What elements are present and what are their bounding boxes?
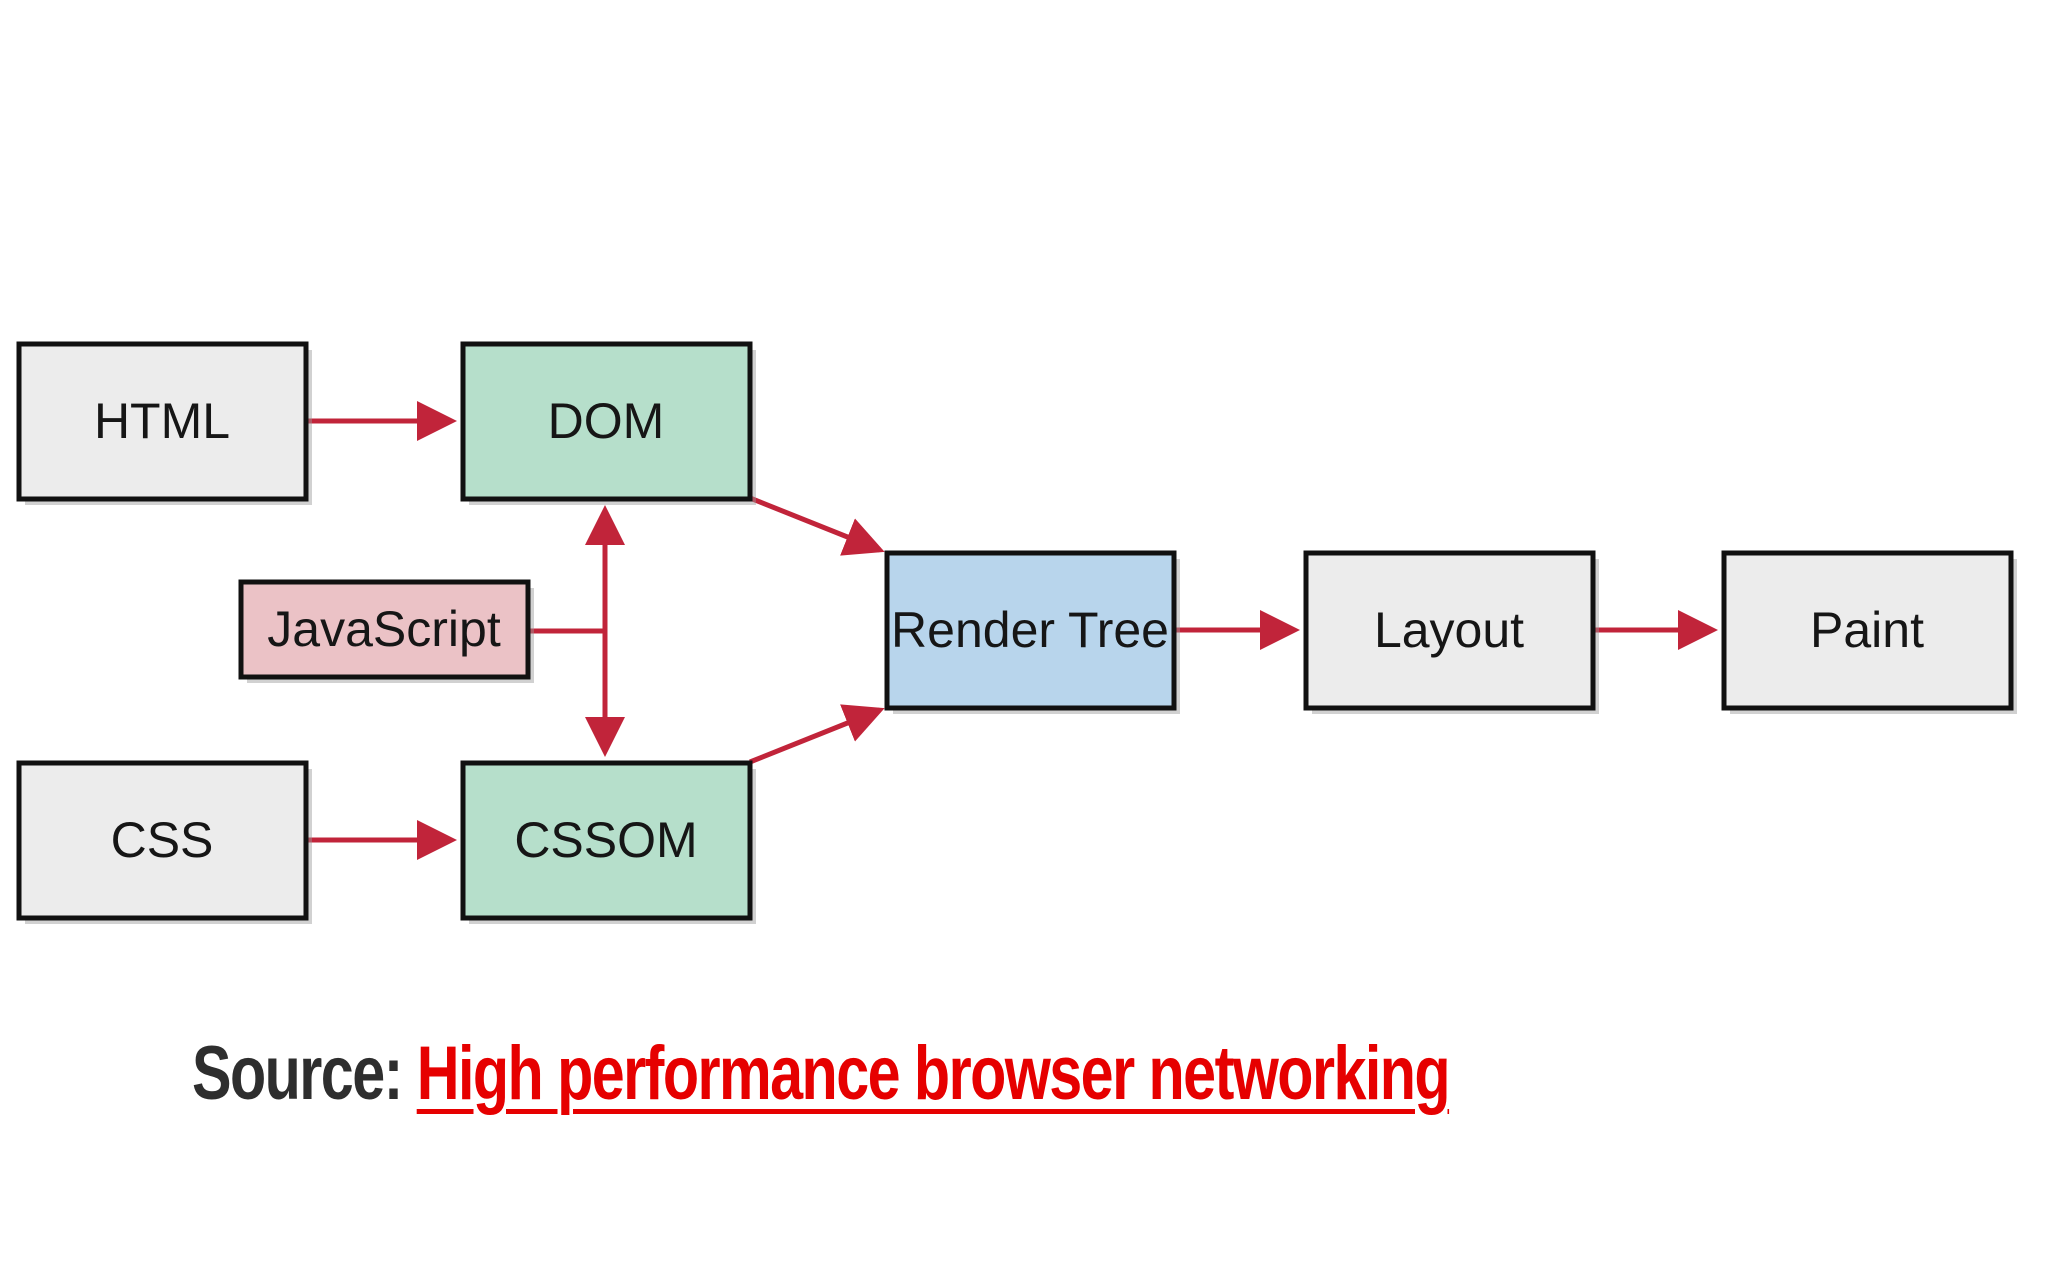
node-render-tree-label: Render Tree	[891, 602, 1169, 658]
source-link[interactable]: High performance browser networking	[416, 1031, 1451, 1116]
connectors	[307, 401, 1718, 860]
node-html: HTML	[16, 341, 312, 505]
arrow-cssom-to-render-tree	[749, 704, 885, 765]
node-html-label: HTML	[94, 393, 230, 449]
source-citation: Source: High performance browser network…	[192, 1030, 1451, 1117]
node-javascript-label: JavaScript	[267, 601, 501, 657]
node-paint-label: Paint	[1810, 602, 1924, 658]
node-paint: Paint	[1721, 550, 2017, 714]
node-render-tree: Render Tree	[884, 550, 1180, 714]
node-css: CSS	[16, 760, 312, 924]
arrow-dom-to-render-tree	[749, 495, 885, 556]
node-dom: DOM	[460, 341, 756, 505]
source-label: Source:	[192, 1031, 417, 1116]
node-dom-label: DOM	[548, 393, 665, 449]
node-css-label: CSS	[111, 812, 214, 868]
node-javascript: JavaScript	[238, 579, 534, 683]
node-layout: Layout	[1303, 550, 1599, 714]
node-cssom: CSSOM	[460, 760, 756, 924]
node-layout-label: Layout	[1374, 602, 1524, 658]
node-cssom-label: CSSOM	[514, 812, 697, 868]
